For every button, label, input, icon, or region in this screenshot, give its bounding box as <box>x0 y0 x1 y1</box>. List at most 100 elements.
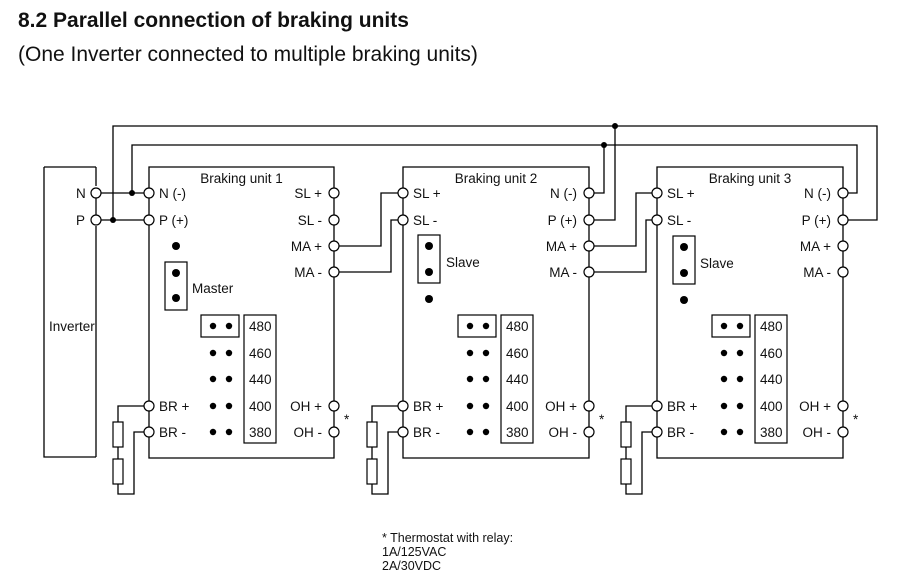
section-title: 8.2 Parallel connection of braking units <box>18 9 409 32</box>
unit3-resistor-wire <box>625 431 652 495</box>
unit1-right-terminal <box>328 266 340 278</box>
unit2-voltage-pin <box>466 349 474 357</box>
unit1-right-terminal-label: SL - <box>298 213 322 228</box>
unit2-voltage-pin <box>482 428 490 436</box>
unit2-jumper-pin <box>425 295 433 303</box>
unit2-right-terminal-label: P (+) <box>548 213 577 228</box>
junction-dot <box>129 190 135 196</box>
unit1-resistor <box>112 458 124 485</box>
unit2-resistor <box>366 458 378 485</box>
unit3-voltage-label: 460 <box>760 346 783 361</box>
thermostat-note: * Thermostat with relay: 1A/125VAC 2A/30… <box>382 531 513 573</box>
unit1-voltage-pin <box>209 428 217 436</box>
unit3-left-terminal-label: SL - <box>667 213 691 228</box>
unit1-br-terminal-label: BR + <box>159 399 190 414</box>
note-line-3: 2A/30VDC <box>382 559 442 573</box>
unit2-mode-label: Slave <box>446 255 480 270</box>
unit2-voltage-pin <box>466 402 474 410</box>
unit2-voltage-label: 440 <box>506 372 529 387</box>
unit2-right-terminal-label: MA + <box>546 239 577 254</box>
unit1-voltage-label: 480 <box>249 319 272 334</box>
inverter: Inverter N P <box>43 166 102 458</box>
unit2-right-terminal <box>583 240 595 252</box>
unit3-jumper-pin <box>680 269 688 277</box>
unit3-oh-terminal-label: OH + <box>799 399 831 414</box>
unit2-voltage-pin <box>466 322 474 330</box>
unit2-voltage-pin <box>466 428 474 436</box>
unit2-oh-terminal <box>583 400 595 412</box>
unit2-left-terminal <box>397 187 409 199</box>
unit1-voltage-pin <box>225 349 233 357</box>
unit1-voltage-label: 460 <box>249 346 272 361</box>
unit3-jumper-pin <box>680 296 688 304</box>
unit2-right-terminal <box>583 266 595 278</box>
inverter-terminal-p-label: P <box>76 213 85 228</box>
unit3-right-terminal-label: P (+) <box>802 213 831 228</box>
inverter-box <box>43 166 97 458</box>
unit2-jumper-pin <box>425 242 433 250</box>
unit3-voltage-label: 480 <box>760 319 783 334</box>
unit2-left-terminal <box>397 214 409 226</box>
master-slave-wires <box>339 192 652 273</box>
unit3-resistor-wire <box>625 405 652 422</box>
unit2-resistor <box>366 421 378 448</box>
inverter-label: Inverter <box>49 319 95 334</box>
unit1-jumper-pin <box>172 242 180 250</box>
unit3-br-terminal-label: BR + <box>667 399 698 414</box>
unit1-voltage-jumper <box>200 314 240 338</box>
inverter-terminal-p <box>90 214 102 226</box>
unit1-voltage-pin <box>225 402 233 410</box>
unit3-right-terminal <box>837 266 849 278</box>
unit3-voltage-pin <box>720 322 728 330</box>
unit2-right-terminal <box>583 214 595 226</box>
unit2-voltage-pin <box>482 375 490 383</box>
wire-ma-plus-to-sl-plus-unit3 <box>594 192 652 247</box>
unit3-voltage-box <box>754 314 788 444</box>
unit3-oh-terminal <box>837 400 849 412</box>
inverter-terminal-n <box>90 187 102 199</box>
junction-dot <box>110 217 116 223</box>
junction-dot <box>601 142 607 148</box>
unit3-voltage-pin <box>736 375 744 383</box>
unit3-mode-label: Slave <box>700 256 734 271</box>
wire-n-bus-unit3 <box>604 144 858 194</box>
unit2-voltage-pin <box>482 322 490 330</box>
note-line-2: 1A/125VAC <box>382 545 447 559</box>
unit2-left-terminal-label: SL + <box>413 186 441 201</box>
unit2-br-terminal <box>397 400 409 412</box>
unit3-left-terminal <box>651 187 663 199</box>
unit1-oh-terminal <box>328 400 340 412</box>
unit3-voltage-pin <box>736 322 744 330</box>
unit2-title: Braking unit 2 <box>455 171 538 186</box>
wire-p-bus-unit3 <box>615 125 878 221</box>
unit2-oh-terminal-label: OH + <box>545 399 577 414</box>
unit3-br-terminal-label: BR - <box>667 425 694 440</box>
unit3-box <box>656 166 844 459</box>
unit1-br-terminal-label: BR - <box>159 425 186 440</box>
unit1-right-terminal <box>328 240 340 252</box>
unit3-resistor <box>620 421 632 448</box>
wire-ma-minus-to-sl-minus-unit3 <box>594 219 652 273</box>
unit2-right-terminal-label: MA - <box>549 265 577 280</box>
unit2-voltage-pin <box>482 349 490 357</box>
unit2-right-terminal-label: N (-) <box>550 186 577 201</box>
unit1-right-terminal <box>328 214 340 226</box>
unit3-oh-terminal-label: OH - <box>803 425 832 440</box>
unit3-voltage-pin <box>736 428 744 436</box>
unit1-voltage-pin <box>225 375 233 383</box>
unit1-voltage-pin <box>225 322 233 330</box>
unit1-jumper-pin <box>172 269 180 277</box>
unit2-voltage-label: 480 <box>506 319 529 334</box>
unit1-voltage-label: 380 <box>249 425 272 440</box>
unit2-voltage-pin <box>482 402 490 410</box>
unit2-left-terminal-label: SL - <box>413 213 437 228</box>
unit1-resistor-wire <box>117 431 144 495</box>
inverter-terminal-n-label: N <box>76 186 86 201</box>
unit3-resistor <box>620 458 632 485</box>
unit3-right-terminal-label: MA - <box>803 265 831 280</box>
unit3-br-terminal <box>651 400 663 412</box>
unit3-voltage-pin <box>720 375 728 383</box>
unit1-box <box>148 166 335 459</box>
unit1-right-terminal-label: SL + <box>294 186 322 201</box>
